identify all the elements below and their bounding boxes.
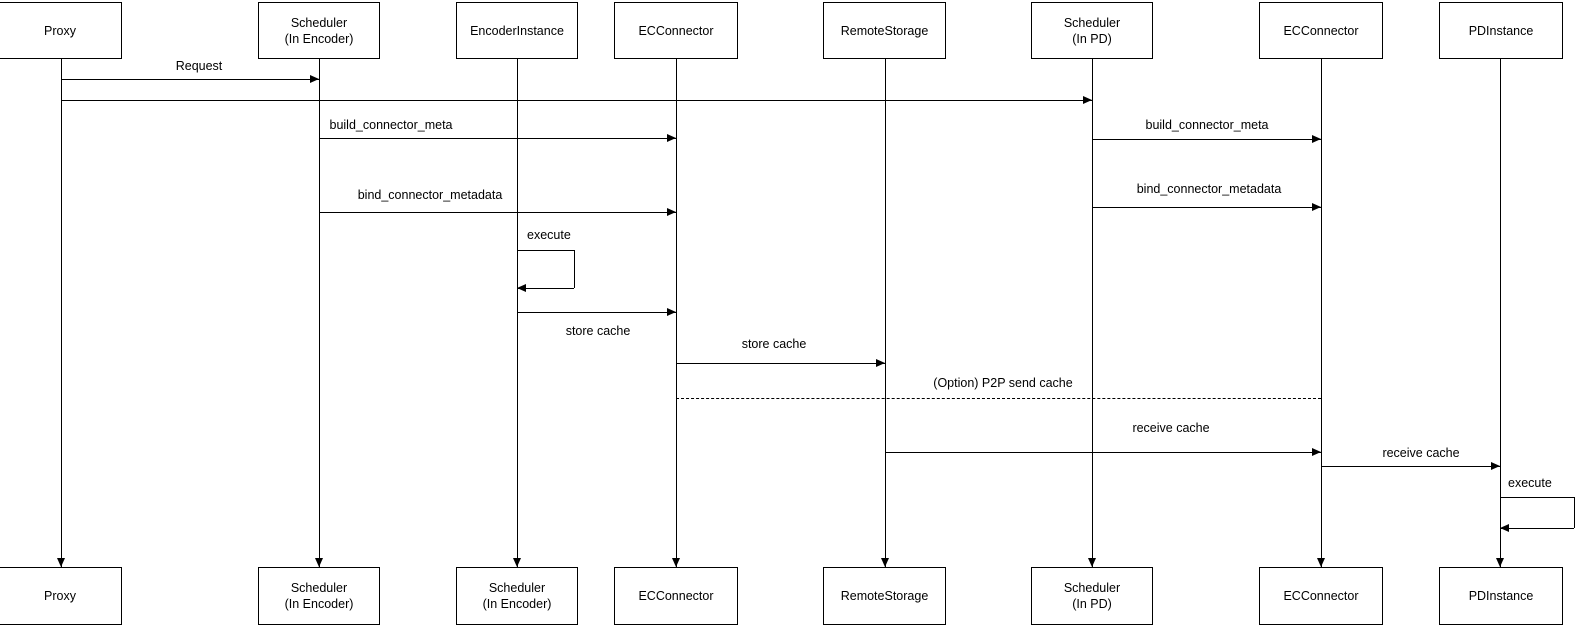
participant-bottom-ecconn_left[interactable]: ECConnector <box>614 567 738 625</box>
participant-top-pd_inst[interactable]: PDInstance <box>1439 2 1563 59</box>
selfloop-right-s1[interactable] <box>574 250 575 288</box>
selfloop-right-s2[interactable] <box>1574 497 1575 528</box>
message-label-m11: receive cache <box>1382 446 1460 460</box>
lifeline-encoder_inst <box>517 59 518 567</box>
lifeline-sched_enc <box>319 59 320 567</box>
lifeline-ecconn_left <box>676 59 677 567</box>
lifeline-end-arrow-encoder_inst <box>513 558 521 567</box>
lifeline-end-arrow-remote <box>881 558 889 567</box>
lifeline-end-arrow-pd_inst <box>1496 558 1504 567</box>
lifeline-proxy <box>61 59 62 567</box>
participant-top-proxy[interactable]: Proxy <box>0 2 122 59</box>
participant-top-remote[interactable]: RemoteStorage <box>823 2 946 59</box>
message-arrowhead-m3 <box>667 134 676 142</box>
selfloop-bottom-s2[interactable] <box>1500 528 1574 529</box>
selfloop-top-s1[interactable] <box>517 250 574 251</box>
lifeline-end-arrow-ecconn_left <box>672 558 680 567</box>
participant-bottom-proxy[interactable]: Proxy <box>0 567 122 625</box>
message-arrowhead-m6 <box>1312 203 1321 211</box>
participant-bottom-ecconn_right[interactable]: ECConnector <box>1259 567 1383 625</box>
message-label-m5: bind_connector_metadata <box>357 188 503 202</box>
message-arrowhead-m2 <box>1083 96 1092 104</box>
lifeline-pd_inst <box>1500 59 1501 567</box>
lifeline-end-arrow-sched_pd <box>1088 558 1096 567</box>
message-line-m10[interactable] <box>885 452 1321 453</box>
message-label-m9: (Option) P2P send cache <box>933 376 1073 390</box>
message-line-m1[interactable] <box>61 79 319 80</box>
message-label-m4: build_connector_meta <box>1145 118 1269 132</box>
participant-bottom-sched_enc[interactable]: Scheduler (In Encoder) <box>258 567 380 625</box>
message-label-m3: build_connector_meta <box>329 118 453 132</box>
selfloop-label-s2: execute <box>1508 476 1552 490</box>
lifeline-remote <box>885 59 886 567</box>
message-line-m11[interactable] <box>1321 466 1500 467</box>
selfloop-arrowhead-s1 <box>517 284 526 292</box>
selfloop-bottom-s1[interactable] <box>517 288 574 289</box>
lifeline-end-arrow-sched_enc <box>315 558 323 567</box>
participant-top-sched_enc[interactable]: Scheduler (In Encoder) <box>258 2 380 59</box>
message-arrowhead-m11 <box>1491 462 1500 470</box>
participant-top-sched_pd[interactable]: Scheduler (In PD) <box>1031 2 1153 59</box>
message-line-m8[interactable] <box>676 363 885 364</box>
lifeline-ecconn_right <box>1321 59 1322 567</box>
message-line-m7[interactable] <box>517 312 676 313</box>
message-arrowhead-m5 <box>667 208 676 216</box>
message-label-m7: store cache <box>565 324 631 338</box>
message-arrowhead-m10 <box>1312 448 1321 456</box>
message-label-m6: bind_connector_metadata <box>1136 182 1282 196</box>
lifeline-end-arrow-proxy <box>57 558 65 567</box>
message-label-m1: Request <box>175 59 223 73</box>
lifeline-sched_pd <box>1092 59 1093 567</box>
selfloop-label-s1: execute <box>527 228 571 242</box>
message-line-m9[interactable] <box>676 398 1321 399</box>
participant-top-ecconn_left[interactable]: ECConnector <box>614 2 738 59</box>
message-line-m6[interactable] <box>1092 207 1321 208</box>
participant-top-encoder_inst[interactable]: EncoderInstance <box>456 2 578 59</box>
message-label-m10: receive cache <box>1132 421 1210 435</box>
participant-top-ecconn_right[interactable]: ECConnector <box>1259 2 1383 59</box>
message-line-m3[interactable] <box>319 138 676 139</box>
message-arrowhead-m8 <box>876 359 885 367</box>
selfloop-top-s2[interactable] <box>1500 497 1574 498</box>
message-line-m5[interactable] <box>319 212 676 213</box>
message-line-m2[interactable] <box>61 100 1092 101</box>
message-arrowhead-m7 <box>667 308 676 316</box>
selfloop-arrowhead-s2 <box>1500 524 1509 532</box>
message-arrowhead-m4 <box>1312 135 1321 143</box>
participant-bottom-encoder_inst[interactable]: Scheduler (In Encoder) <box>456 567 578 625</box>
message-label-m8: store cache <box>741 337 807 351</box>
lifeline-end-arrow-ecconn_right <box>1317 558 1325 567</box>
message-line-m4[interactable] <box>1092 139 1321 140</box>
participant-bottom-remote[interactable]: RemoteStorage <box>823 567 946 625</box>
message-arrowhead-m1 <box>310 75 319 83</box>
participant-bottom-sched_pd[interactable]: Scheduler (In PD) <box>1031 567 1153 625</box>
participant-bottom-pd_inst[interactable]: PDInstance <box>1439 567 1563 625</box>
